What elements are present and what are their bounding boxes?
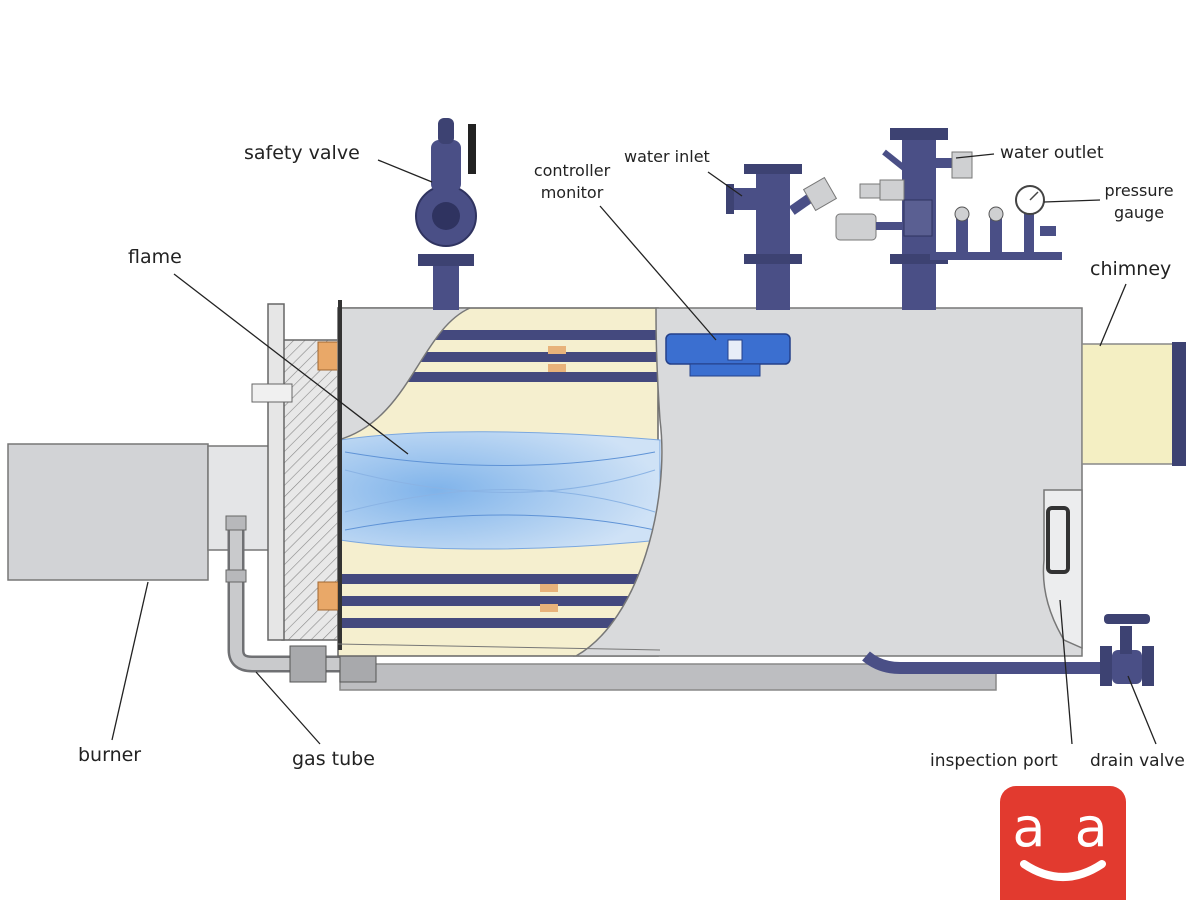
flame-shape [339,431,661,550]
brand-logo-text: a a [1012,796,1114,859]
label-inspection-port: inspection port [930,751,1058,771]
label-controller-monitor-line1: controller [533,161,611,180]
label-controller-monitor: controller monitor [514,160,630,204]
label-controller-monitor-line2: monitor [540,183,604,202]
label-flame: flame [128,246,182,268]
inspection-port [1042,489,1083,650]
burner-body [7,443,209,581]
front-flange [267,303,285,641]
brand-logo: a a [1000,786,1126,900]
label-burner: burner [78,744,142,766]
label-water-inlet: water inlet [624,147,710,166]
label-pressure-gauge: pressure gauge [1096,180,1182,224]
label-gas-tube: gas tube [292,748,375,770]
label-drain-valve: drain valve [1090,751,1185,771]
label-safety-valve: safety valve [244,142,360,164]
leader-lines [111,153,1157,745]
shell-front-cut [337,307,471,441]
drain-valve-body [1112,650,1142,684]
label-water-outlet: water outlet [1000,143,1104,163]
water-inlet-pipe [756,170,790,310]
label-pressure-gauge-line1: pressure [1104,181,1174,200]
burner-neck [207,445,273,551]
gas-valve [289,645,327,683]
chimney [1081,343,1175,465]
drain-pipe [862,651,1104,674]
safety-valve-pipe [433,264,459,310]
label-pressure-gauge-line2: gauge [1113,203,1165,222]
sight-port [251,383,293,403]
boiler-shell [573,307,1083,657]
label-chimney: chimney [1090,258,1172,280]
